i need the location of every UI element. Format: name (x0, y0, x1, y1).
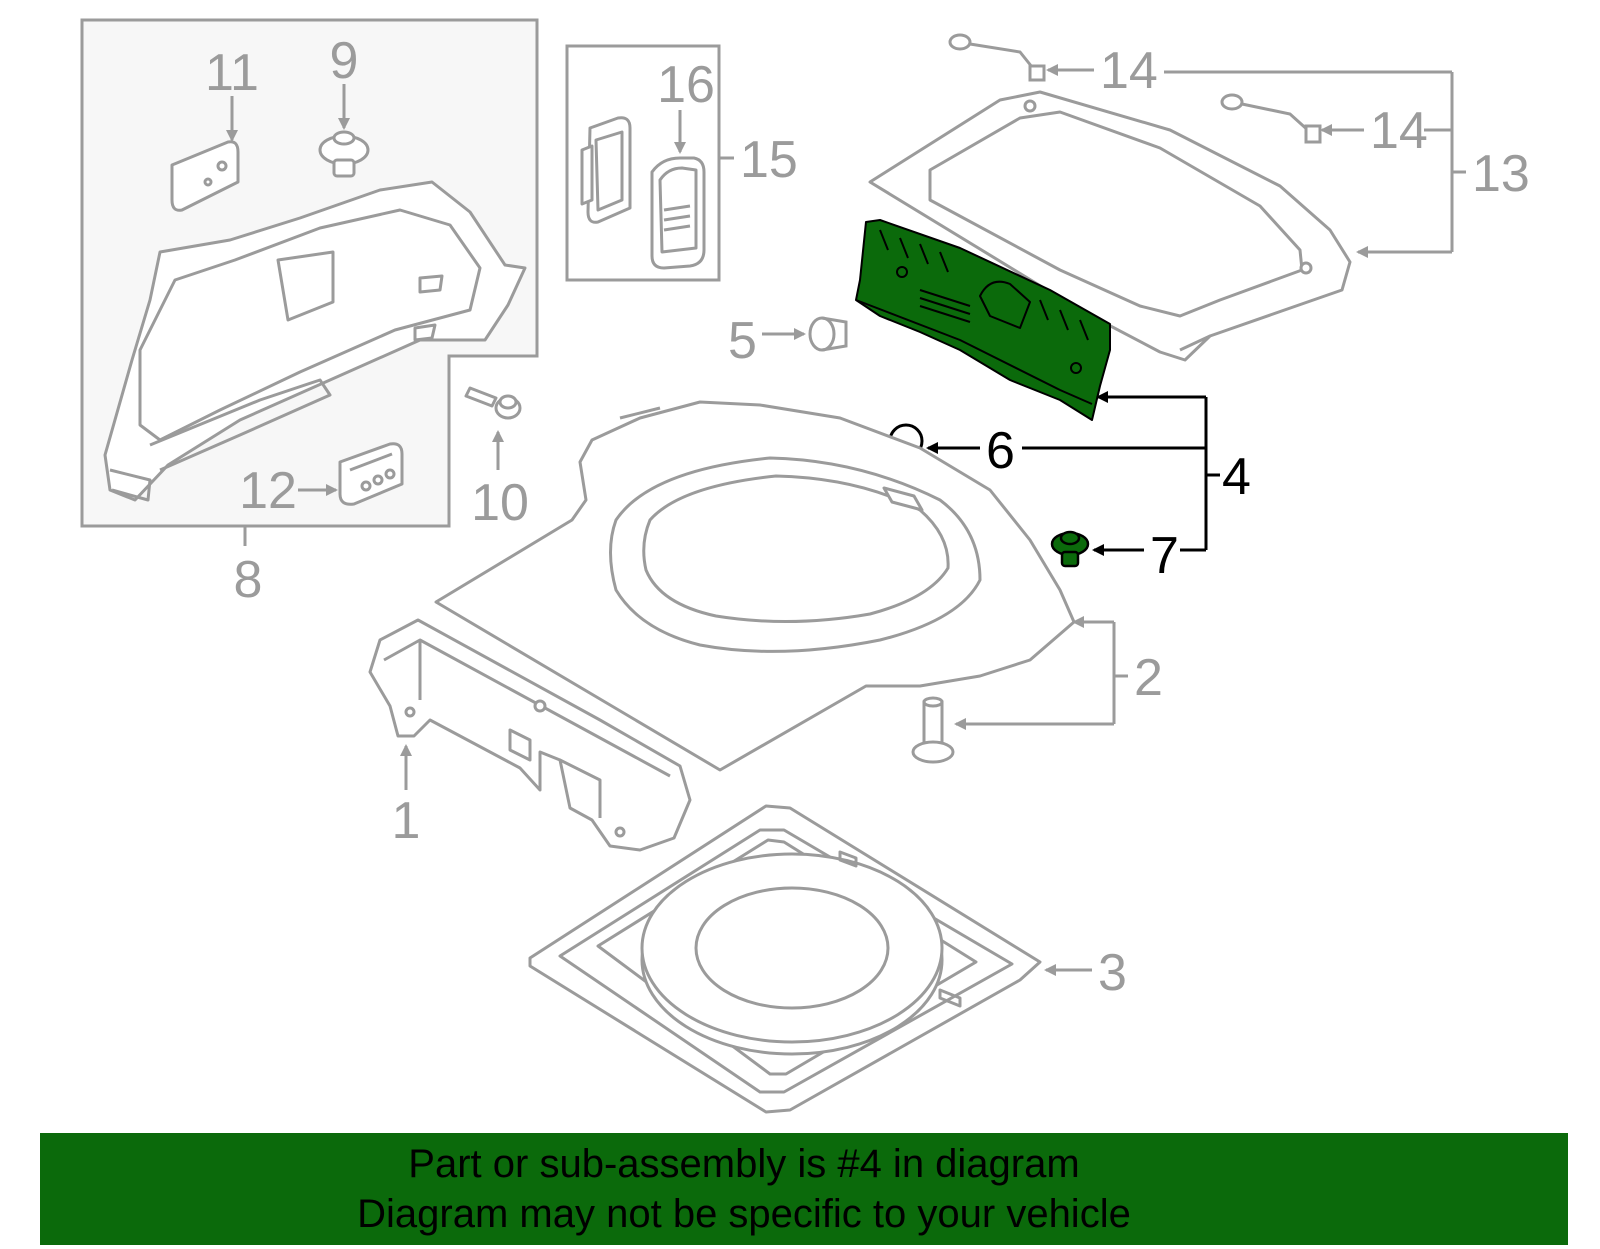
part-16-cover[interactable] (650, 156, 706, 270)
bracket-4 (1022, 391, 1220, 552)
bracket-13 (1164, 70, 1466, 258)
callout-14-top: 14 (1046, 42, 1158, 100)
part-14-strap-right[interactable] (1220, 93, 1322, 144)
svg-text:16: 16 (657, 56, 715, 114)
part-2-stud[interactable] (911, 696, 955, 764)
callout-14-right: 14 (1320, 102, 1428, 160)
callout-16: 16 (657, 56, 715, 154)
callout-5: 5 (728, 312, 806, 370)
part-9-push-clip[interactable] (318, 130, 370, 178)
part-8-quarter-trim-panel[interactable] (103, 180, 527, 502)
part-12-switch-cover[interactable] (338, 442, 404, 506)
svg-text:5: 5 (728, 312, 757, 370)
part-4-trunk-sill-trim[interactable] (855, 219, 1111, 421)
callout-1: 1 (392, 744, 421, 850)
callout-2: 2 (1134, 649, 1163, 707)
group-box-15 (565, 44, 734, 282)
part-13-package-tray[interactable] (868, 90, 1352, 362)
svg-text:7: 7 (1150, 527, 1179, 585)
part-5-pin-clip[interactable] (808, 316, 848, 352)
part-3-spare-tire-tray[interactable] (528, 804, 1042, 1114)
svg-text:6: 6 (986, 422, 1015, 480)
callout-13: 13 (1472, 145, 1530, 203)
svg-text:9: 9 (330, 32, 359, 90)
callout-9: 9 (330, 32, 359, 130)
part-1-rear-panel-trim[interactable] (368, 618, 692, 852)
callout-7: 7 (1092, 527, 1179, 585)
svg-text:12: 12 (239, 462, 297, 520)
callout-8: 8 (234, 551, 263, 609)
callout-10: 10 (471, 430, 529, 532)
callout-12: 12 (239, 462, 338, 520)
svg-text:3: 3 (1098, 944, 1127, 1002)
svg-text:14: 14 (1370, 102, 1428, 160)
callout-6: 6 (926, 422, 1015, 480)
svg-text:1: 1 (392, 792, 421, 850)
svg-text:14: 14 (1100, 42, 1158, 100)
svg-text:10: 10 (471, 474, 529, 532)
banner-line-2: Diagram may not be specific to your vehi… (357, 1192, 1131, 1236)
bracket-2 (954, 616, 1128, 730)
part-14-strap-left[interactable] (948, 33, 1046, 82)
part-2-floor-board[interactable] (434, 400, 1076, 772)
callout-3: 3 (1044, 944, 1127, 1002)
svg-text:11: 11 (205, 44, 259, 102)
callout-15: 15 (740, 131, 798, 189)
info-banner: Part or sub-assembly is #4 in diagram Di… (40, 1133, 1568, 1245)
part-15-bracket[interactable] (580, 116, 632, 224)
callout-4: 4 (1222, 448, 1251, 506)
callout-11: 11 (205, 44, 259, 142)
banner-line-1: Part or sub-assembly is #4 in diagram (408, 1142, 1080, 1186)
part-7-retainer-clip[interactable] (1050, 530, 1090, 568)
info-banner-background (40, 1133, 1568, 1245)
part-10-bolt[interactable] (464, 386, 522, 420)
